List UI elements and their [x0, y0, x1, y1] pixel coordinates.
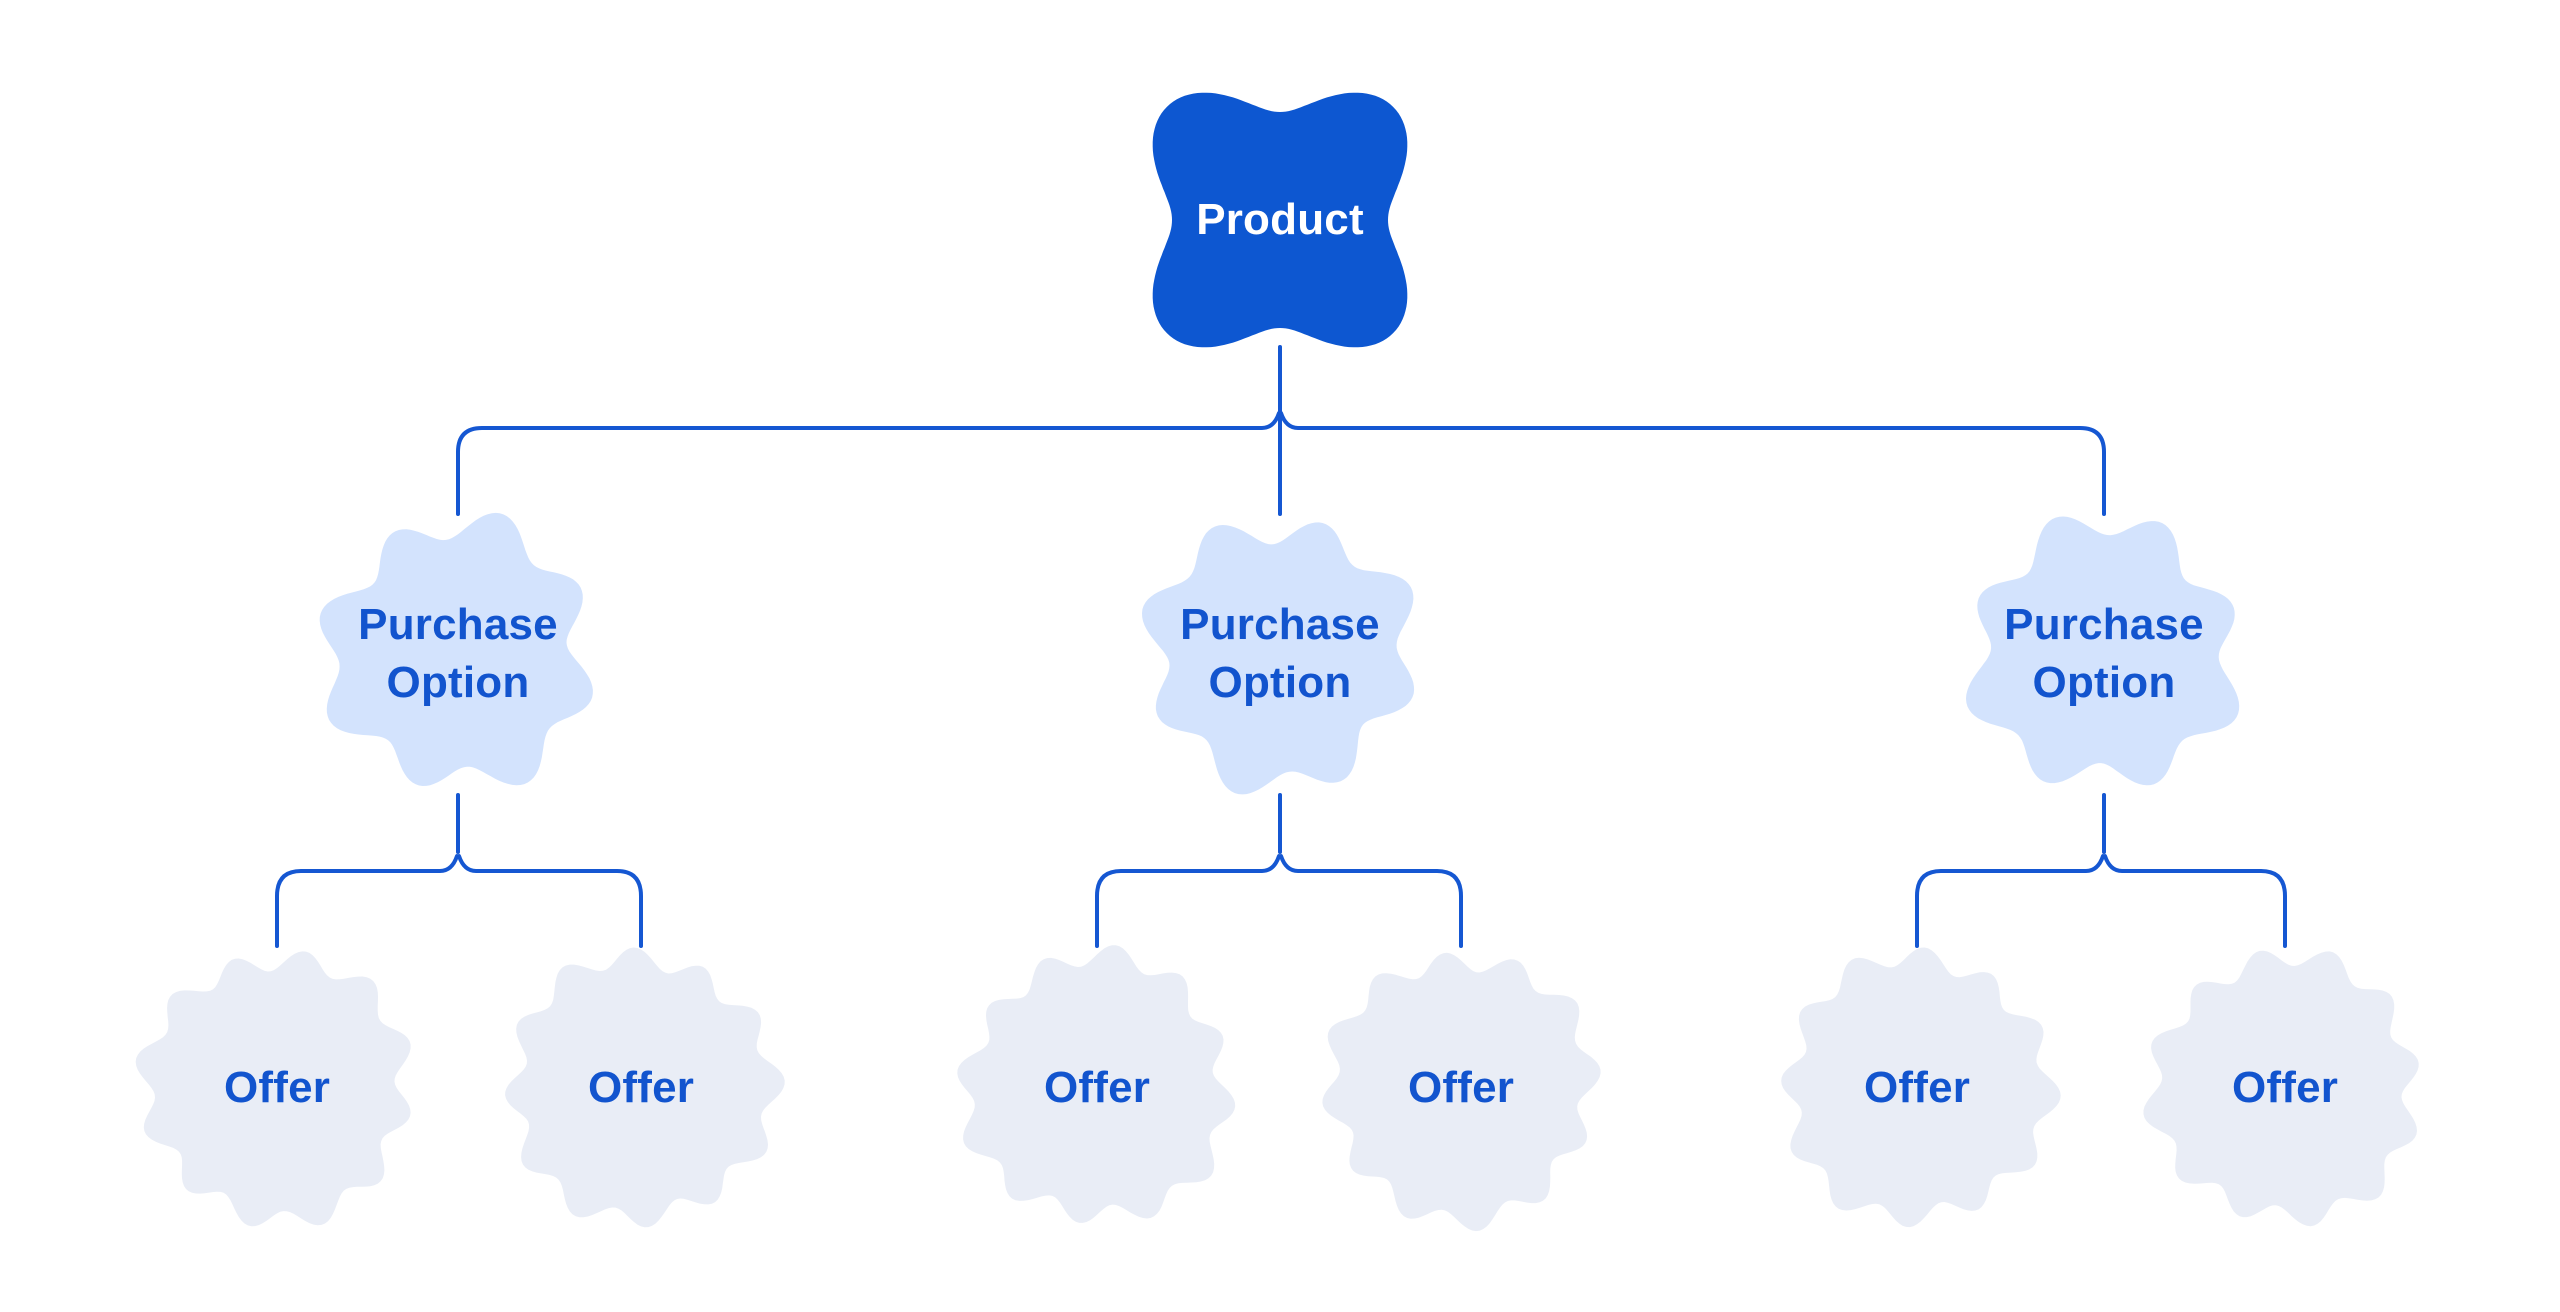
offer-node-label: Offer — [1407, 1062, 1515, 1112]
connector-line — [1279, 411, 2106, 516]
purchase-option-node-label: Purchase Option — [2004, 599, 2204, 707]
connector-line — [2103, 854, 2287, 948]
offer-node — [1322, 952, 1601, 1232]
offer-node — [957, 945, 1236, 1223]
offer-node — [505, 947, 785, 1228]
connector-line — [1915, 854, 2105, 948]
purchase-option-node — [319, 512, 593, 786]
purchase-option-node — [1142, 522, 1415, 795]
offer-node-label: Offer — [2231, 1062, 2339, 1112]
purchase-option-node-label: Purchase Option — [358, 599, 558, 707]
product-node — [1152, 92, 1408, 348]
offer-node-label: Offer — [587, 1062, 695, 1112]
connector-line — [456, 411, 1281, 516]
product-node-label: Product — [1196, 194, 1364, 244]
connector-line — [1279, 854, 1463, 948]
connector-line — [275, 854, 459, 948]
purchase-option-node-label: Purchase Option — [1180, 599, 1380, 707]
offer-node-label: Offer — [1043, 1062, 1151, 1112]
offer-node — [1781, 947, 2061, 1228]
offer-node — [135, 951, 411, 1227]
offer-node-label: Offer — [223, 1062, 331, 1112]
connector-line — [1095, 854, 1281, 948]
offer-node-label: Offer — [1863, 1062, 1971, 1112]
connector-line — [457, 854, 643, 948]
purchase-option-node — [1966, 516, 2240, 786]
offer-node — [2143, 950, 2419, 1227]
